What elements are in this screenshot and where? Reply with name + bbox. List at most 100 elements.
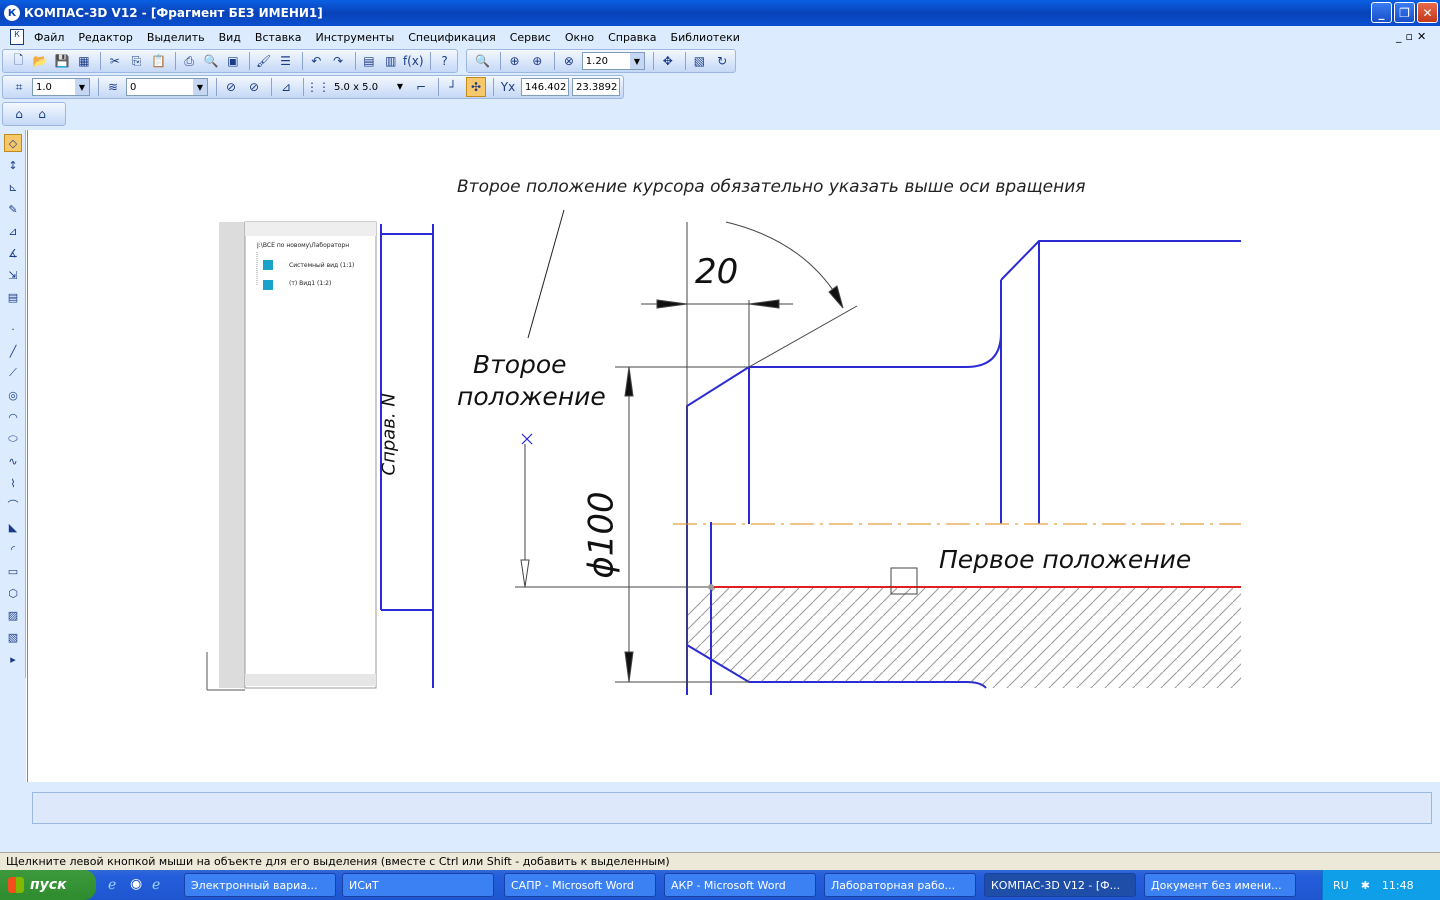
ie2-icon[interactable]: ℯ	[152, 877, 161, 893]
preview-icon[interactable]: 🔍	[203, 54, 219, 68]
task-sapr[interactable]: САПР - Microsoft Word	[504, 873, 656, 897]
variables-icon[interactable]: f(x)	[402, 54, 424, 68]
menu-editor[interactable]: Редактор	[78, 30, 133, 44]
layers-icon[interactable]: ≋	[107, 80, 119, 94]
properties-icon[interactable]: ▣	[227, 54, 239, 68]
library-icon[interactable]: ▥	[385, 54, 397, 68]
cut-icon[interactable]: ✂	[109, 54, 120, 68]
dimensions-icon[interactable]: ↕	[8, 158, 18, 172]
task-isit[interactable]: ИСиТ	[342, 873, 494, 897]
open-icon[interactable]: 📂	[32, 54, 48, 68]
arc-icon[interactable]: ◠	[8, 410, 18, 424]
restore-button[interactable]: ❐	[1394, 2, 1415, 23]
refresh-icon[interactable]: ▧	[693, 54, 706, 68]
task-lab[interactable]: Лабораторная рабо...	[824, 873, 976, 897]
list-icon[interactable]: ☰	[280, 54, 291, 68]
chevron-down-icon: ▼	[75, 79, 89, 95]
coord-x-field[interactable]: 146.402	[521, 78, 569, 96]
polygon-icon[interactable]: ⬡	[8, 586, 18, 600]
chamfer-icon[interactable]: ◣	[8, 520, 18, 534]
coord-y-field[interactable]: 23.3892	[572, 78, 620, 96]
spec-icon[interactable]: ▤	[7, 290, 19, 304]
paste-icon[interactable]: 📋	[150, 54, 166, 68]
fillet-icon[interactable]: ◜	[10, 542, 16, 556]
zoom-in-icon[interactable]: ⊕	[532, 54, 543, 68]
menu-service[interactable]: Сервис	[509, 30, 551, 44]
menu-help[interactable]: Справка	[608, 30, 657, 44]
contour-icon[interactable]: ▧	[7, 630, 19, 644]
circle-icon[interactable]: ◎	[8, 388, 18, 402]
snap-icon[interactable]: ⊘	[225, 80, 237, 94]
round-mode-icon[interactable]: ✣	[466, 77, 486, 97]
ellipse-icon[interactable]: ⬭	[8, 432, 18, 445]
zoom-icon[interactable]: 🔍	[475, 54, 491, 68]
menu-insert[interactable]: Вставка	[254, 30, 302, 44]
task-akr[interactable]: АКР - Microsoft Word	[664, 873, 816, 897]
house-settings-icon[interactable]: ⌂	[38, 107, 46, 121]
pan-icon[interactable]: ✥	[662, 54, 673, 68]
task-electronic[interactable]: Электронный вариа...	[184, 873, 336, 897]
segment-icon[interactable]: ⟋	[9, 366, 17, 379]
media-icon[interactable]: ◉	[130, 876, 143, 892]
save-all-icon[interactable]: ▦	[78, 54, 90, 68]
menu-tools[interactable]: Инструменты	[315, 30, 395, 44]
spline-icon[interactable]: ∿	[8, 454, 18, 468]
notation-icon[interactable]: ⊾	[8, 180, 18, 194]
edit-icon[interactable]: ✎	[8, 202, 18, 216]
kompas-logo-icon: К	[4, 5, 20, 21]
zoom-scale-icon[interactable]: ⊗	[563, 54, 574, 68]
style-icon[interactable]: ⌗	[15, 79, 23, 94]
language-indicator[interactable]: RU	[1333, 878, 1349, 892]
geometry-icon[interactable]: ◇	[4, 134, 22, 152]
ortho-icon[interactable]: ⊿	[280, 80, 292, 94]
point-icon[interactable]: ·	[11, 322, 15, 336]
close-button[interactable]: ✕	[1417, 2, 1438, 23]
minimize-button[interactable]: _	[1371, 2, 1392, 23]
layer-combo[interactable]: 0 ▼	[126, 78, 208, 96]
menu-view[interactable]: Вид	[218, 30, 241, 44]
menu-file[interactable]: Файл	[34, 30, 65, 44]
redraw-icon[interactable]: ↻	[717, 54, 728, 68]
task-document[interactable]: Документ без имени...	[1144, 873, 1296, 897]
bezier-icon[interactable]: ⌒	[7, 499, 19, 512]
clock: 11:48	[1381, 878, 1414, 892]
save-icon[interactable]: 💾	[54, 54, 70, 68]
style-combo[interactable]: 1.0 ▼	[32, 78, 90, 96]
snap-local-icon[interactable]: ⊘	[248, 80, 260, 94]
drawing-canvas[interactable]: Второе положение курсора обязательно ука…	[27, 130, 1440, 782]
task-kompas[interactable]: КОМПАС-3D V12 - [Ф...	[984, 873, 1136, 897]
menu-window[interactable]: Окно	[564, 30, 595, 44]
polyline-icon[interactable]: ⌇	[10, 476, 16, 490]
zoom-value: 1.20	[585, 55, 609, 67]
copy-icon[interactable]: ⎘	[131, 53, 142, 68]
grid-icon[interactable]: ⋮⋮	[306, 80, 330, 94]
hatch-icon[interactable]: ▨	[7, 608, 19, 622]
print-icon[interactable]: ⎙	[184, 53, 194, 68]
rectangle-icon[interactable]: ▭	[7, 564, 19, 578]
redo-icon[interactable]: ↷	[333, 54, 344, 68]
aux-line-icon[interactable]: ╱	[9, 344, 17, 358]
tray-icon[interactable]: ✱	[1360, 878, 1370, 892]
menu-libraries[interactable]: Библиотеки	[670, 30, 740, 44]
new-icon[interactable]: 🗋	[13, 52, 24, 67]
zoom-combo[interactable]: 1.20 ▼	[581, 52, 645, 70]
house-icon[interactable]: ⌂	[15, 107, 23, 121]
measure-icon[interactable]: ∡	[8, 246, 18, 260]
ie-icon[interactable]: ℯ	[108, 877, 117, 893]
start-button[interactable]: пуск	[0, 870, 96, 900]
format-icon[interactable]: 🖌	[256, 54, 272, 68]
local-cs-icon[interactable]: ⌐	[415, 80, 427, 94]
parametrize-icon[interactable]: ⊿	[8, 224, 18, 238]
standard-toolbar: 🗋 📂 💾 ▦ ✂ ⎘ 📋 ⎙ 🔍 ▣ 🖌 ☰ ↶ ↷ ▤ ▥ f(x) ?	[2, 49, 458, 73]
menu-select[interactable]: Выделить	[146, 30, 205, 44]
manager-icon[interactable]: ▤	[363, 54, 375, 68]
more-icon[interactable]: ▸	[10, 652, 16, 666]
help-pointer-icon[interactable]: ?	[441, 54, 448, 68]
undo-icon[interactable]: ↶	[311, 54, 322, 68]
zoom-window-icon[interactable]: ⊕	[509, 54, 520, 68]
ortho-mode-icon[interactable]: ┘	[449, 80, 457, 94]
menu-specification[interactable]: Спецификация	[408, 30, 496, 44]
mdi-controls[interactable]: _▫✕	[1396, 30, 1431, 43]
select-icon[interactable]: ⇲	[8, 268, 18, 282]
grid-combo[interactable]: 5.0 x 5.0 ▼	[331, 78, 407, 96]
